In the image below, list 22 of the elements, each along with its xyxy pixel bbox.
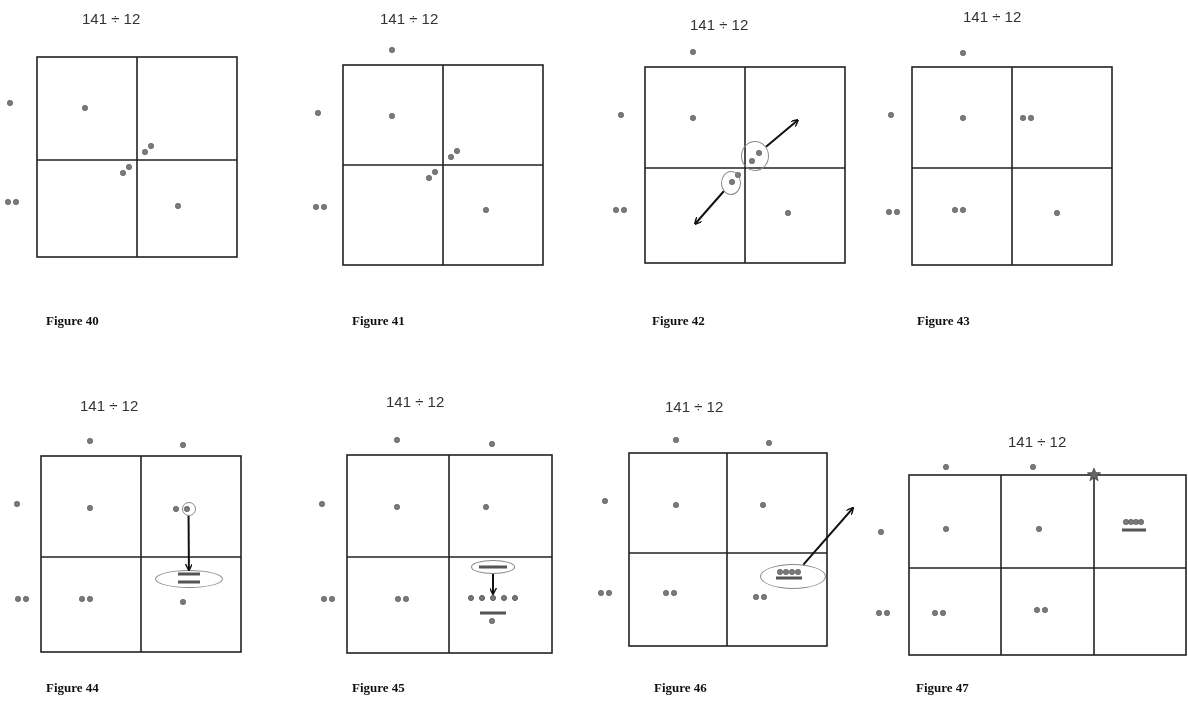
division-expression: 141 ÷ 12 xyxy=(690,16,749,33)
division-expression: 141 ÷ 12 xyxy=(80,397,139,414)
division-expression: 141 ÷ 12 xyxy=(665,398,724,415)
dot-row xyxy=(468,594,518,602)
arrow xyxy=(184,515,194,572)
figure-caption: Figure 41 xyxy=(352,313,405,329)
division-expression: 141 ÷ 12 xyxy=(82,10,141,27)
arrow xyxy=(765,118,800,148)
arrow xyxy=(802,506,855,566)
division-expression: 141 ÷ 12 xyxy=(386,393,445,410)
arrow xyxy=(693,190,725,226)
figure-caption: Figure 44 xyxy=(46,680,99,696)
arrow xyxy=(488,573,498,596)
figure-caption: Figure 47 xyxy=(916,680,969,696)
division-expression: 141 ÷ 12 xyxy=(1008,433,1067,450)
figure-caption: Figure 42 xyxy=(652,313,705,329)
division-expression: 141 ÷ 12 xyxy=(380,10,439,27)
figure-caption: Figure 40 xyxy=(46,313,99,329)
figure-caption: Figure 46 xyxy=(654,680,707,696)
figure-caption: Figure 43 xyxy=(917,313,970,329)
division-expression: 141 ÷ 12 xyxy=(963,8,1022,25)
figure-caption: Figure 45 xyxy=(352,680,405,696)
